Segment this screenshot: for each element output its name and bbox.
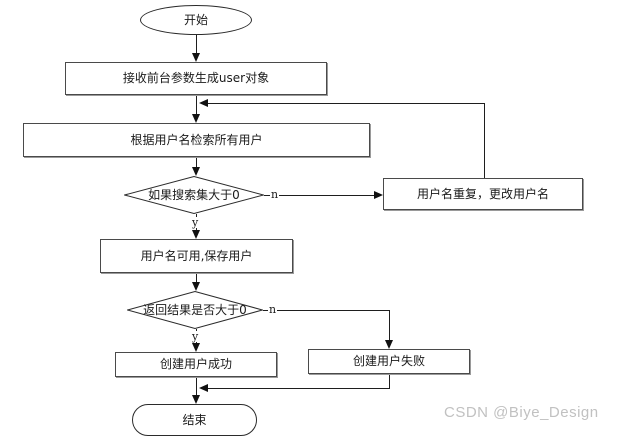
diamond-shape-icon bbox=[127, 291, 263, 329]
edge-rename-feedback-vertical bbox=[484, 103, 485, 178]
edge-label-search-no: n bbox=[270, 188, 280, 201]
node-save-user-label: 用户名可用,保存用户 bbox=[140, 248, 253, 263]
edge-label-result-yes: y bbox=[191, 330, 200, 343]
arrowhead-left-icon bbox=[199, 99, 208, 107]
arrowhead-right-icon bbox=[374, 191, 383, 199]
node-end-label: 结束 bbox=[182, 412, 207, 427]
arrowhead-down-icon bbox=[192, 53, 200, 62]
node-end: 结束 bbox=[132, 404, 257, 436]
node-rename-user-label: 用户名重复，更改用户名 bbox=[416, 186, 549, 201]
node-create-success-label: 创建用户成功 bbox=[159, 357, 232, 372]
edge-label-result-no: n bbox=[268, 303, 278, 316]
node-receive-params-label: 接收前台参数生成user对象 bbox=[122, 71, 270, 86]
node-decision-search-label: 如果搜索集大于0 bbox=[148, 187, 240, 202]
arrowhead-left-icon bbox=[199, 384, 208, 392]
node-search-users-label: 根据用户名检索所有用户 bbox=[130, 132, 263, 147]
edge-failure-join-horizontal bbox=[208, 388, 390, 389]
arrowhead-down-icon bbox=[192, 230, 200, 239]
arrowhead-down-icon bbox=[192, 114, 200, 123]
edge-search-decision bbox=[196, 157, 197, 167]
csdn-watermark: CSDN @Biye_Design bbox=[444, 404, 599, 421]
edge-decision-rename bbox=[264, 195, 374, 196]
arrowhead-down-icon bbox=[192, 167, 200, 176]
edge-decision-failure-horizontal bbox=[263, 310, 390, 311]
node-decision-return-result: 返回结果是否大于0 bbox=[127, 291, 263, 329]
arrowhead-down-icon bbox=[192, 395, 200, 404]
node-start-label: 开始 bbox=[183, 12, 208, 27]
edge-receive-search bbox=[196, 95, 197, 114]
node-start: 开始 bbox=[140, 5, 252, 35]
node-decision-search-result: 如果搜索集大于0 bbox=[124, 176, 264, 214]
node-create-success: 创建用户成功 bbox=[115, 352, 277, 377]
arrowhead-down-icon bbox=[192, 282, 200, 291]
node-receive-params: 接收前台参数生成user对象 bbox=[65, 62, 327, 95]
edge-decision-failure-vertical bbox=[389, 310, 390, 340]
edge-start-receive bbox=[196, 35, 197, 53]
arrowhead-down-icon bbox=[192, 343, 200, 352]
node-create-failure-label: 创建用户失败 bbox=[352, 354, 425, 369]
arrowhead-down-icon bbox=[385, 340, 393, 349]
node-search-users: 根据用户名检索所有用户 bbox=[23, 123, 370, 157]
edge-success-end bbox=[196, 377, 197, 395]
diamond-shape-icon bbox=[124, 176, 264, 214]
node-decision-result-label: 返回结果是否大于0 bbox=[143, 302, 247, 317]
edge-save-decision bbox=[196, 273, 197, 282]
node-create-failure: 创建用户失败 bbox=[308, 349, 470, 374]
node-rename-user: 用户名重复，更改用户名 bbox=[383, 178, 583, 210]
edge-failure-join-vertical bbox=[389, 374, 390, 388]
node-save-user: 用户名可用,保存用户 bbox=[100, 239, 293, 273]
edge-rename-feedback-horizontal bbox=[208, 103, 485, 104]
edge-label-search-yes: y bbox=[191, 216, 200, 229]
